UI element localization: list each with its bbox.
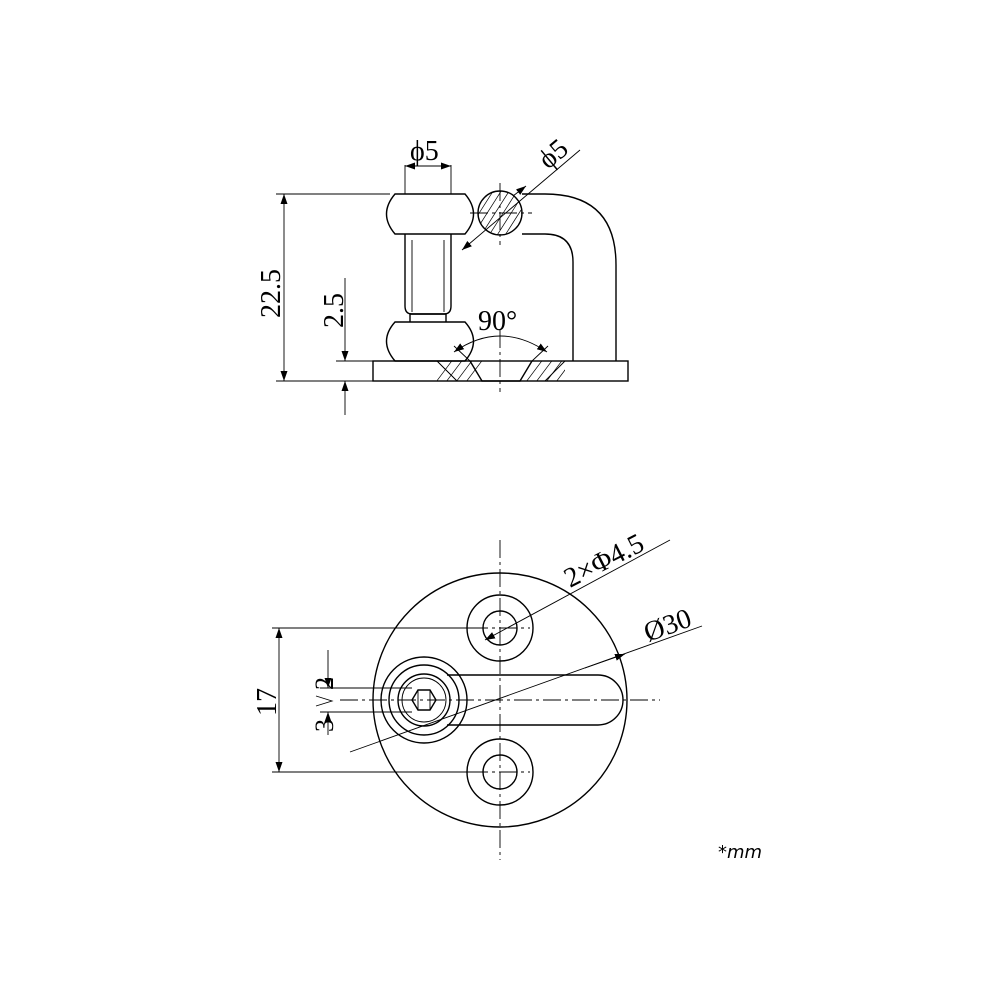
dim-rod-diameter: ϕ5 (410, 136, 439, 167)
base-plate (372, 360, 629, 382)
side-view: ϕ5 ϕ5 22.5 2.5 90° (256, 133, 629, 415)
dim-countersink-angle: 90° (478, 306, 517, 337)
countersink-section (436, 360, 566, 382)
dim-hole-spacing: 17 (252, 688, 283, 716)
dim-plate-diameter: Ø30 (640, 603, 696, 649)
dim-holes: 2×Φ4.5 (559, 528, 649, 594)
top-view: 2×Φ4.5 Ø30 17 3 2 (252, 528, 703, 860)
surface-finish-icon (315, 695, 334, 707)
unit-note: *mm (718, 842, 762, 863)
bent-rod (522, 193, 617, 361)
dim-bend-diameter: ϕ5 (533, 133, 575, 175)
dim-plate-thickness: 2.5 (319, 293, 350, 328)
upper-knuckle (385, 193, 475, 235)
slot (447, 674, 624, 726)
pin-shaft (404, 234, 452, 315)
lower-knuckle (385, 321, 475, 362)
dim-height: 22.5 (256, 269, 287, 318)
dim-slot-offset: 2 (310, 677, 339, 690)
dim-slot-width: 3 (310, 719, 339, 732)
